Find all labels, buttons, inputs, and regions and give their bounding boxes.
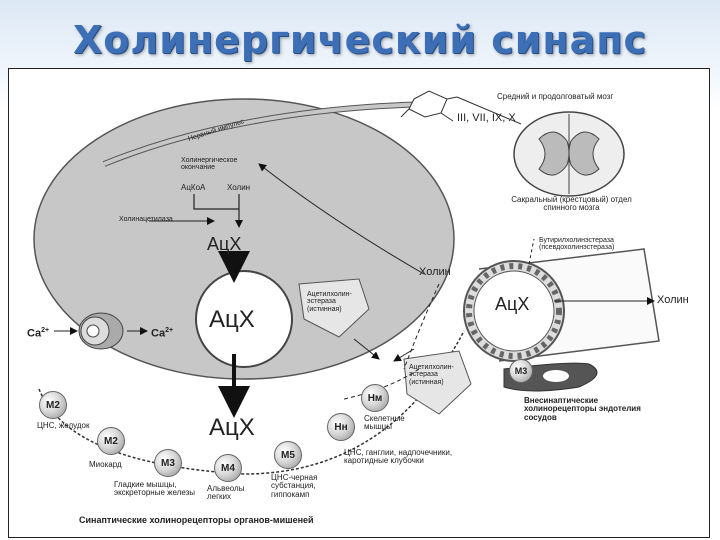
ach-synthesized-label: АцХ	[207, 234, 242, 254]
receptor-label-myocardium: Миокард	[89, 460, 122, 469]
receptor-m5: M5	[274, 441, 302, 469]
receptor-m2-heart: M2	[97, 427, 125, 455]
receptor-m3-smooth: M3	[154, 449, 182, 477]
choline-acetylase-label: Холинацетилаза	[119, 216, 173, 223]
ache-true-label-1: Ацетилхолин-эстераза (истинная)	[307, 291, 352, 313]
synapse-diagram: Нервный импульс Холинергическое окончани…	[8, 68, 710, 538]
ache-true-label-2: Ацетилхолин-эстераза (истинная)	[409, 364, 454, 386]
choline-vessel-label: Холин	[657, 294, 689, 306]
extrasynaptic-label: Внесинаптические холинорецепторы эндотел…	[524, 396, 641, 422]
ach-cleft-label: АцХ	[209, 414, 255, 441]
ache-shape-2	[403, 350, 472, 415]
ca-outside-label: Ca2+	[27, 327, 50, 340]
ca-inside-label: Ca2+	[151, 327, 174, 340]
choline-top-label: Холин	[227, 183, 251, 192]
choline-reuptake-label: Холин	[419, 266, 451, 278]
ach-vessel-label: АцХ	[495, 294, 530, 314]
ache-shape-1	[298, 278, 370, 338]
receptor-m2-cns: M2	[39, 391, 67, 419]
butyryl-che-label: Бутирилхолинэстераза (псевдохолинэстераз…	[539, 237, 615, 252]
receptor-label-alveoli: Альвеолы легких	[207, 484, 245, 502]
postsynaptic-membrane	[38, 330, 465, 475]
cholinergic-terminal-label: Холинергическое окончание	[181, 157, 238, 172]
receptor-label-substantia-nigra: ЦНС-черная субстанция, гиппокамп	[271, 473, 318, 499]
receptor-hn: Hн	[327, 413, 355, 441]
receptor-label-smooth-muscle: Гладкие мышцы, экскреторные железы	[114, 480, 196, 498]
ach-vesicle-label: АцХ	[209, 306, 255, 333]
cranial-nerves-label: III, VII, IX, X	[457, 112, 516, 124]
receptor-label-cns-stomach: ЦНС, желудок	[37, 421, 90, 430]
diagram-graphics	[33, 90, 660, 475]
acetyl-coa-label: АцКоА	[181, 183, 206, 192]
slide-title: Холинергический синапс	[72, 18, 648, 62]
cns-nuclei-label: Средний и продолговатый мозг	[497, 92, 614, 101]
diagram-caption: Синаптические холинорецепторы органов-ми…	[79, 515, 314, 525]
receptor-label-skeletal-muscle: Скелетные мышцы	[364, 414, 405, 432]
receptor-label-ganglia: ЦНС, ганглии, надпочечники, каротидные к…	[344, 448, 453, 466]
receptor-m4: M4	[214, 454, 242, 482]
receptor-hm: Hм	[361, 384, 389, 412]
receptor-m3-vessel: M3	[509, 359, 533, 383]
sacral-cord-label: Сакральный (крестцовый) отдел спинного м…	[511, 195, 632, 213]
